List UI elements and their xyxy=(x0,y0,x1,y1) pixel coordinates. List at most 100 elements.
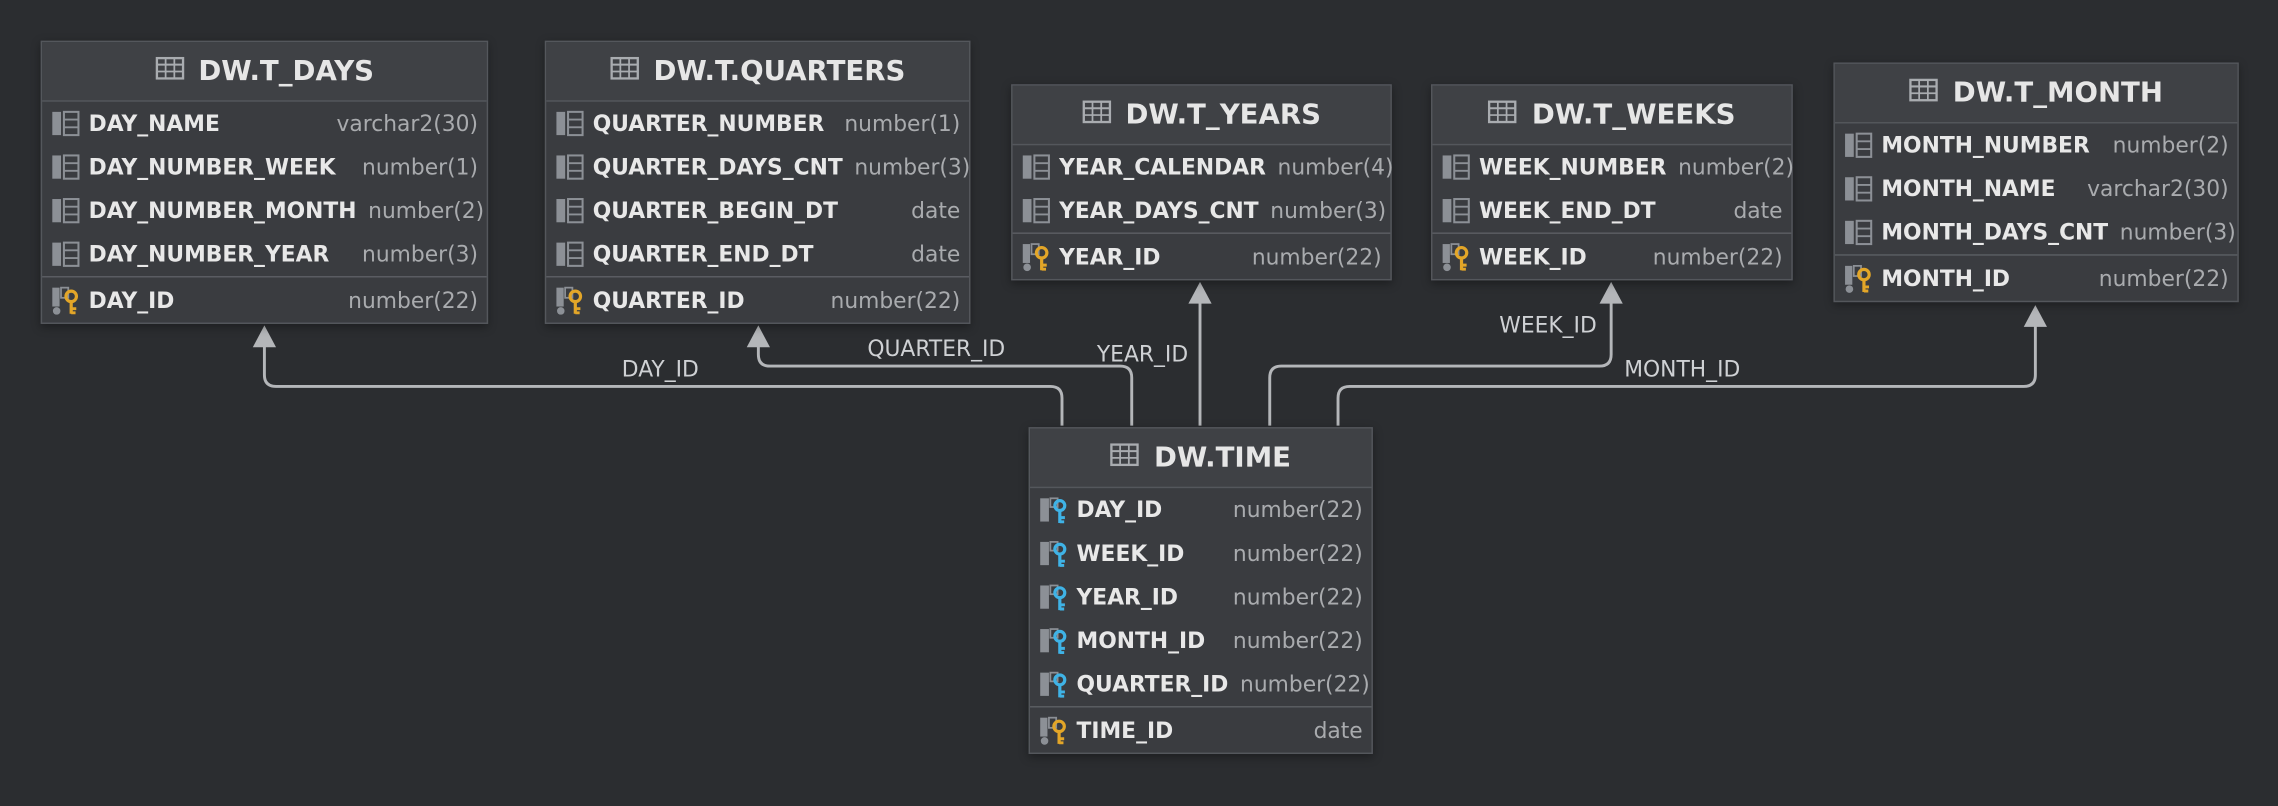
column-name: DAY_NUMBER_YEAR xyxy=(88,241,330,268)
entity-header[interactable]: DW.TIME xyxy=(1030,428,1372,489)
table-icon xyxy=(1909,77,1938,109)
table-icon xyxy=(1110,442,1140,474)
column-icon xyxy=(1441,196,1470,225)
column-row[interactable]: WEEK_NUMBER number(2) xyxy=(1432,145,1795,189)
entity-header[interactable]: DW.T_WEEKS xyxy=(1432,85,1792,146)
column-name: QUARTER_ID xyxy=(1076,671,1229,698)
entity-t-weeks[interactable]: DW.T_WEEKS WEEK_NUMBER number(2) WEEK_END_D… xyxy=(1431,84,1795,281)
primary-key-row[interactable]: WEEK_ID number(22) xyxy=(1432,232,1792,278)
column-name: QUARTER_ID xyxy=(592,286,745,314)
link-label-day: DAY_ID xyxy=(621,355,699,383)
link-label-year: YEAR_ID xyxy=(1096,341,1189,368)
entity-time[interactable]: DW.TIME DAY_ID number(22) WEEK_ID number(22)… xyxy=(1028,427,1373,755)
entity-title: DW.T.QUARTERS xyxy=(653,55,906,88)
column-icon xyxy=(51,240,80,269)
entity-title: DW.TIME xyxy=(1153,441,1292,474)
column-type: number(3) xyxy=(1270,197,1387,224)
column-name: QUARTER_BEGIN_DT xyxy=(592,197,838,224)
column-row[interactable]: WEEK_ID number(22) xyxy=(1030,532,1371,576)
column-row[interactable]: YEAR_DAYS_CNT number(3) xyxy=(1013,189,1391,233)
column-type: number(2) xyxy=(1678,153,1795,181)
column-name: DAY_NAME xyxy=(88,110,220,137)
column-type: number(22) xyxy=(830,286,961,314)
primary-key-row[interactable]: YEAR_ID number(22) xyxy=(1012,232,1391,278)
column-name: WEEK_ID xyxy=(1076,540,1185,567)
table-icon xyxy=(1488,99,1518,131)
table-icon xyxy=(155,55,184,87)
column-type: number(22) xyxy=(1232,540,1363,567)
column-icon xyxy=(1844,131,1873,160)
column-icon xyxy=(51,196,80,225)
column-name: WEEK_ID xyxy=(1478,243,1587,270)
column-type: number(22) xyxy=(348,286,478,314)
column-row[interactable]: DAY_NUMBER_YEAR number(3) xyxy=(42,232,487,276)
primary-key-row[interactable]: TIME_ID date xyxy=(1030,706,1372,752)
link-month-arrow xyxy=(2023,305,2047,327)
column-name: MONTH_ID xyxy=(1881,265,2011,292)
column-name: YEAR_ID xyxy=(1059,243,1161,270)
column-icon xyxy=(555,109,584,138)
primary-key-icon xyxy=(1021,242,1050,271)
column-name: YEAR_ID xyxy=(1076,584,1178,611)
entity-title: DW.T_DAYS xyxy=(198,55,375,88)
column-row[interactable]: DAY_ID number(22) xyxy=(1030,488,1371,532)
link-week-arrow xyxy=(1599,281,1623,304)
column-icon xyxy=(555,153,584,182)
column-type: number(3) xyxy=(362,241,478,268)
link-week-line xyxy=(1268,299,1613,426)
column-name: TIME_ID xyxy=(1076,716,1174,744)
column-icon xyxy=(51,153,80,182)
foreign-key-icon xyxy=(1039,583,1068,612)
column-type: date xyxy=(1733,197,1783,224)
foreign-key-icon xyxy=(1039,626,1068,655)
column-name: MONTH_NAME xyxy=(1881,175,2056,202)
column-name: DAY_ID xyxy=(1076,496,1163,524)
column-icon xyxy=(1441,153,1470,182)
column-name: YEAR_DAYS_CNT xyxy=(1059,197,1259,224)
entity-title: DW.T_WEEKS xyxy=(1531,98,1736,131)
column-name: MONTH_NUMBER xyxy=(1881,132,2090,159)
column-type: number(3) xyxy=(2119,219,2236,246)
column-type: number(22) xyxy=(1232,496,1363,524)
column-type: date xyxy=(1313,716,1363,744)
entity-header[interactable]: DW.T_DAYS xyxy=(42,42,487,102)
column-type: number(22) xyxy=(1652,243,1783,270)
column-icon xyxy=(555,240,584,269)
entity-header[interactable]: DW.T_YEARS xyxy=(1012,85,1391,146)
column-name: MONTH_DAYS_CNT xyxy=(1881,219,2109,246)
column-icon xyxy=(1844,218,1873,247)
column-row[interactable]: YEAR_ID number(22) xyxy=(1030,575,1371,619)
column-icon xyxy=(1021,196,1050,225)
link-day-arrow xyxy=(252,325,277,348)
primary-key-row[interactable]: QUARTER_ID number(22) xyxy=(546,276,970,322)
foreign-key-icon xyxy=(1039,539,1068,568)
column-type: number(22) xyxy=(1251,243,1382,270)
entity-header[interactable]: DW.T.QUARTERS xyxy=(546,42,970,102)
column-type: number(22) xyxy=(1232,584,1363,611)
column-row[interactable]: MONTH_DAYS_CNT number(3) xyxy=(1835,211,2237,255)
column-name: WEEK_NUMBER xyxy=(1478,153,1667,181)
column-name: QUARTER_DAYS_CNT xyxy=(592,153,843,181)
primary-key-icon xyxy=(1039,716,1068,745)
entity-header[interactable]: DW.T_MONTH xyxy=(1834,63,2238,124)
